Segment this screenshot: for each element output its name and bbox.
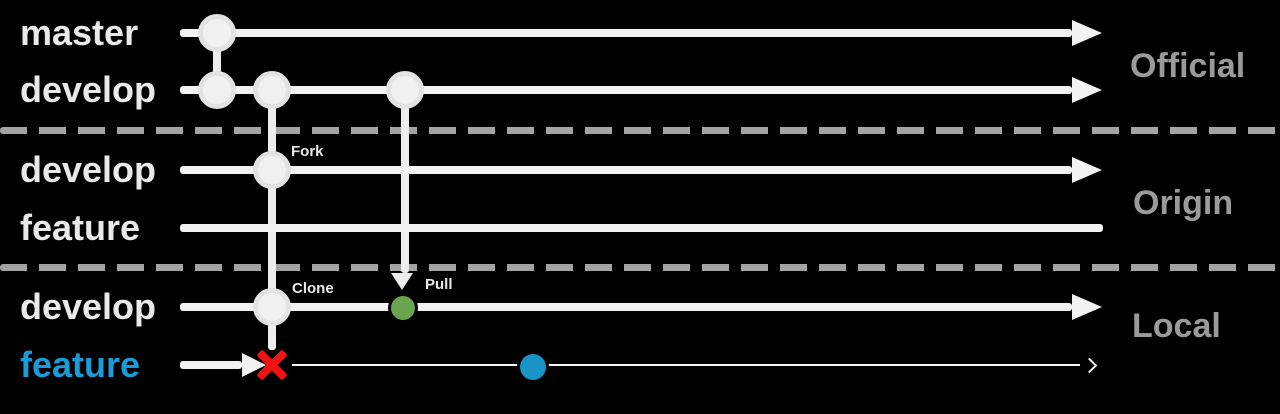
commit-node-develop-3 xyxy=(386,71,424,109)
branch-line-develop-local xyxy=(180,303,1072,311)
branch-line-feature-local-start xyxy=(180,361,242,369)
connector-fork-clone-line xyxy=(268,90,276,350)
dashed-divider-official-origin xyxy=(0,127,1280,134)
branch-label-develop-official: develop xyxy=(20,69,157,110)
connector-pull-line xyxy=(401,90,409,273)
dashed-divider-origin-local xyxy=(0,264,1280,271)
commit-node-master xyxy=(198,14,236,52)
commit-node-fork xyxy=(253,151,291,189)
pull-commit-dot xyxy=(391,296,415,320)
operation-label-pull: Pull xyxy=(425,276,453,293)
branch-line-feature-origin xyxy=(180,224,1103,232)
feature-commit-dot xyxy=(520,354,546,380)
branch-line-develop-official xyxy=(180,86,1072,94)
arrow-right-icon xyxy=(1081,357,1098,374)
arrow-down-icon xyxy=(391,273,413,290)
branch-label-develop-origin: develop xyxy=(20,149,157,190)
arrow-right-icon xyxy=(1072,294,1102,320)
arrow-right-icon xyxy=(1072,77,1102,103)
x-mark-icon xyxy=(254,347,290,383)
branch-label-feature-origin: feature xyxy=(20,207,141,248)
commit-node-develop-2 xyxy=(253,71,291,109)
branch-line-develop-origin xyxy=(180,166,1072,174)
section-label-local: Local xyxy=(1132,307,1221,345)
section-label-origin: Origin xyxy=(1133,184,1234,222)
commit-node-develop-1 xyxy=(198,71,236,109)
connector-master-develop xyxy=(213,33,221,90)
branch-line-master-official xyxy=(180,29,1072,37)
operation-label-clone: Clone xyxy=(292,280,334,297)
branch-label-master-official: master xyxy=(20,12,139,53)
operation-label-fork: Fork xyxy=(291,143,324,160)
section-label-official: Official xyxy=(1130,47,1246,85)
arrow-right-icon xyxy=(1072,20,1102,46)
arrow-right-icon xyxy=(1072,157,1102,183)
branch-label-develop-local: develop xyxy=(20,286,157,327)
branch-line-feature-local-continued xyxy=(292,364,1080,366)
branch-label-feature-local: feature xyxy=(20,344,141,385)
commit-node-clone xyxy=(253,288,291,326)
